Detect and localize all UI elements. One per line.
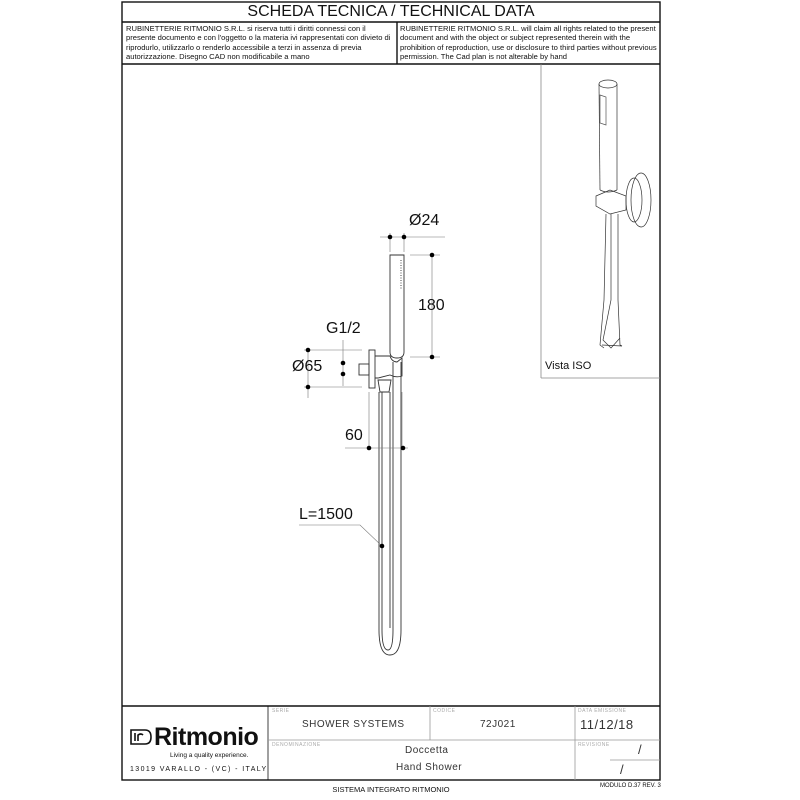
dimension-dots (305, 234, 435, 549)
dimension-lines (299, 233, 445, 547)
dimension-hose-length: L=1500 (299, 506, 353, 523)
data-emissione-label: DATA EMISSIONE (578, 708, 627, 714)
iso-view-label: Vista ISO (545, 360, 592, 372)
denominazione-label: DENOMINAZIONE (272, 742, 321, 748)
revisione-value-2: / (620, 762, 625, 777)
dimension-thread: G1/2 (326, 320, 361, 337)
logo-wordmark: Ritmonio (154, 723, 259, 751)
wall-plate (368, 349, 376, 389)
iso-view-frame (540, 64, 660, 379)
handle-outline (389, 254, 405, 359)
copyright-italian: RUBINETTERIE RITMONIO S.R.L. si riserva … (126, 24, 391, 62)
denominazione-italian: Doccetta (405, 745, 449, 756)
codice-label: CODICE (433, 708, 456, 714)
serie-label: SERIE (272, 708, 290, 714)
revisione-label: REVISIONE (578, 742, 610, 748)
data-emissione-value: 11/12/18 (580, 717, 634, 732)
serie-value: SHOWER SYSTEMS (302, 719, 405, 730)
sheet-frame (121, 1, 661, 781)
hose-connector (377, 379, 392, 393)
wall-connection (358, 363, 370, 376)
title-block-grid (267, 706, 660, 780)
dimension-handle-diameter: Ø24 (409, 212, 440, 229)
dimension-plate-diameter: Ø65 (292, 358, 323, 375)
hand-shower-front (358, 254, 405, 656)
denominazione-english: Hand Shower (396, 762, 463, 773)
footer-system: SISTEMA INTEGRATO RITMONIO (332, 785, 450, 794)
dimension-handle-length: 180 (418, 297, 445, 314)
logo-mark-icon (130, 729, 152, 745)
dimension-projection: 60 (345, 427, 363, 444)
company-address: 13019 VARALLO - (VC) - ITALY (130, 766, 268, 773)
logo-tagline: Living a quality experience. (170, 752, 249, 759)
codice-value: 72J021 (480, 719, 516, 730)
revisione-value-1: / (638, 742, 643, 757)
holder (375, 355, 403, 379)
copyright-english: RUBINETTERIE RITMONIO S.R.L. will claim … (400, 24, 657, 62)
hose-inner (381, 362, 394, 651)
footer-module: MODULO D.37 REV. 3 (600, 783, 661, 789)
iso-view-drawing (595, 79, 652, 349)
hose-outer (378, 362, 402, 656)
page-title: SCHEDA TECNICA / TECHNICAL DATA (247, 3, 535, 20)
